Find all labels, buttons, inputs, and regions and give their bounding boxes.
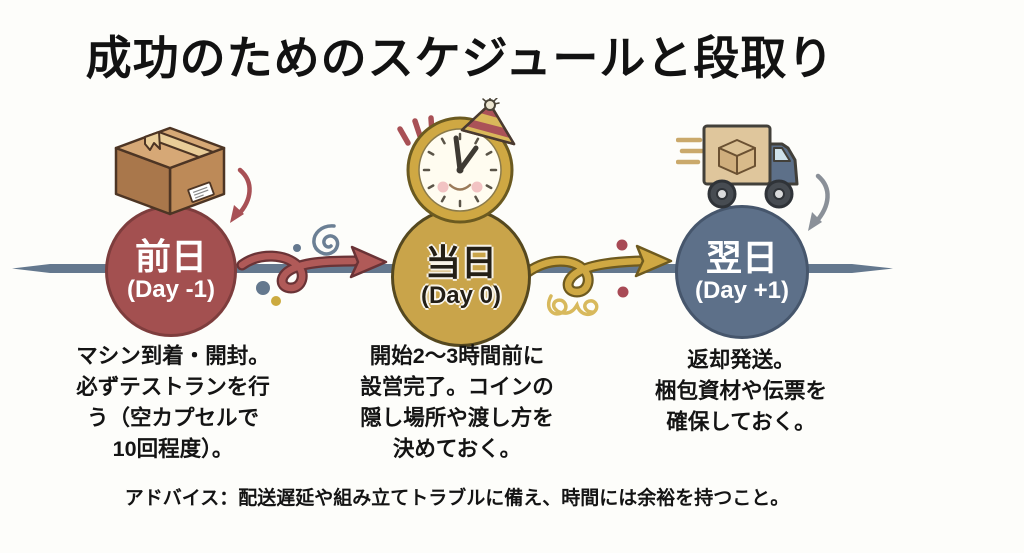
curly-arrow-stage1-to-stage2 xyxy=(236,245,388,294)
curly-arrow-stage2-to-stage3 xyxy=(522,244,673,298)
description-line: マシン到着・開封。 xyxy=(76,344,270,368)
description-line: 梱包資材や伝票を xyxy=(654,379,827,403)
description-line: 必ずテストランを行 xyxy=(76,375,270,399)
stage-sublabel: (Day +1) xyxy=(694,276,790,304)
stage-label: 当日 xyxy=(424,241,497,283)
stage-label: 前日 xyxy=(134,235,207,277)
confetti-dot xyxy=(617,286,629,298)
confetti-dot xyxy=(293,244,301,252)
cardboard-box-icon xyxy=(114,126,226,216)
stage-description-day-plus-1: 返却発送。 梱包資材や伝票を 確保しておく。 xyxy=(608,345,874,438)
description-line: 設営完了。コインの xyxy=(360,375,554,399)
stage-label: 翌日 xyxy=(705,236,778,278)
streamer-doodle xyxy=(546,294,599,317)
box-to-circle-arrow xyxy=(235,167,252,218)
description-line: 確保しておく。 xyxy=(666,410,816,434)
delivery-truck-icon xyxy=(676,124,799,209)
stage-sublabel: (Day 0) xyxy=(420,281,502,309)
description-line: 決めておく。 xyxy=(392,437,522,461)
description-line: う（空カプセルで xyxy=(86,406,259,430)
party-clock-icon xyxy=(406,98,516,224)
description-line: 10回程度）。 xyxy=(112,437,234,461)
advice-note: アドバイス：配送遅延や組み立てトラブルに備え、時間には余裕を持つこと。 xyxy=(124,488,790,509)
truck-to-circle-arrow xyxy=(813,173,830,225)
page-title: 成功のためのスケジュールと段取り xyxy=(85,32,835,84)
stage-description-day-minus-1: マシン到着・開封。 必ずテストランを行 う（空カプセルで 10回程度）。 xyxy=(40,341,306,465)
description-line: 返却発送。 xyxy=(687,348,795,372)
confetti-dot xyxy=(271,296,281,306)
stage-description-day-0: 開始2〜3時間前に 設営完了。コインの 隠し場所や渡し方を 決めておく。 xyxy=(324,341,590,465)
stage-circle-day-plus-1: 翌日 (Day +1) xyxy=(675,205,809,339)
stage-circle-day-0: 当日 (Day 0) xyxy=(391,207,531,347)
confetti-dot xyxy=(616,239,628,251)
description-line: 開始2〜3時間前に xyxy=(369,344,545,368)
stage-sublabel: (Day -1) xyxy=(126,275,216,303)
description-line: 隠し場所や渡し方を xyxy=(360,406,554,430)
stage-circle-day-minus-1: 前日 (Day -1) xyxy=(105,205,237,337)
confetti-dot xyxy=(256,281,270,295)
spiral-doodle xyxy=(312,224,340,256)
